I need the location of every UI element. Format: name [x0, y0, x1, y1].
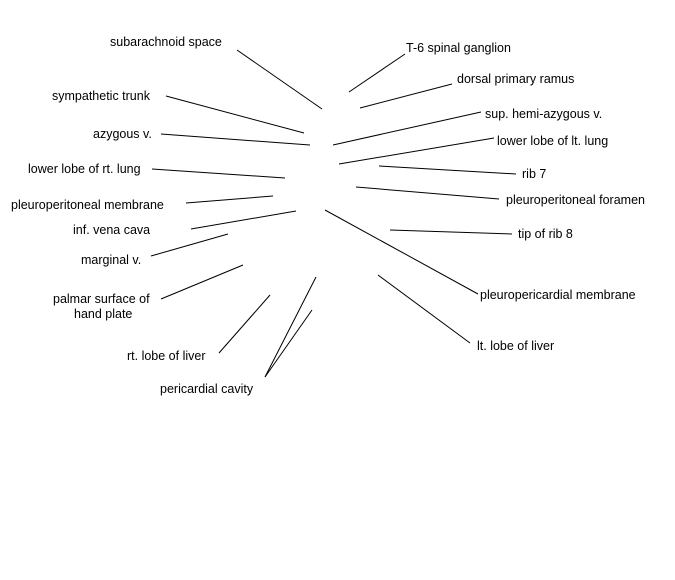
- label-t6-spinal-ganglion: T-6 spinal ganglion: [406, 41, 511, 55]
- leader-dorsal: [359, 83, 453, 109]
- leader-azygous: [160, 133, 311, 146]
- leader-pericardial-a: [264, 276, 317, 378]
- leader-pleuroperitonealfor: [355, 186, 500, 200]
- leader-marginal: [150, 233, 229, 257]
- label-azygous-v: azygous v.: [93, 127, 152, 141]
- label-marginal-v: marginal v.: [81, 253, 142, 267]
- label-pleuroperitoneal-foramen: pleuroperitoneal foramen: [506, 193, 645, 207]
- label-lower-lobe-rt-lung: lower lobe of rt. lung: [28, 162, 141, 176]
- leader-pleuroperitonealmem: [185, 195, 274, 204]
- leader-subarachnoid: [236, 49, 323, 110]
- label-pericardial-cavity: pericardial cavity: [160, 382, 254, 396]
- label-sup-hemi-azygous: sup. hemi-azygous v.: [485, 107, 603, 121]
- label-pleuroperitoneal-membrane: pleuroperitoneal membrane: [11, 198, 164, 212]
- leader-lowerlt: [338, 137, 495, 165]
- leader-infvena: [190, 210, 297, 230]
- label-inf-vena-cava: inf. vena cava: [73, 223, 151, 237]
- leader-sympathetic: [165, 95, 305, 134]
- label-tip-of-rib-8: tip of rib 8: [518, 227, 573, 241]
- label-dorsal-primary-ramus: dorsal primary ramus: [457, 72, 575, 86]
- label-subarachnoid-space: subarachnoid space: [110, 35, 222, 49]
- label-lt-lobe-of-liver: lt. lobe of liver: [477, 339, 555, 353]
- label-rib-7: rib 7: [522, 167, 547, 181]
- leader-rib7: [378, 165, 517, 175]
- label-palmar-surface-line1: palmar surface of: [53, 292, 150, 306]
- leader-ltliver: [377, 274, 471, 344]
- label-pleuropericardial-membrane: pleuropericardial membrane: [480, 288, 636, 302]
- leader-suphemi: [332, 111, 482, 146]
- leader-palmar: [160, 264, 244, 300]
- label-sympathetic-trunk: sympathetic trunk: [52, 89, 150, 103]
- label-rt-lobe-of-liver: rt. lobe of liver: [127, 349, 206, 363]
- leader-t6: [348, 53, 406, 93]
- label-lower-lobe-lt-lung: lower lobe of lt. lung: [497, 134, 609, 148]
- leader-pleuropericardial: [324, 209, 479, 295]
- leader-lowerrt: [151, 168, 286, 179]
- leader-rtliver: [218, 294, 271, 354]
- leader-pericardial-b: [264, 309, 313, 378]
- label-palmar-surface-line2: hand plate: [74, 307, 133, 321]
- leader-rib8: [389, 229, 513, 235]
